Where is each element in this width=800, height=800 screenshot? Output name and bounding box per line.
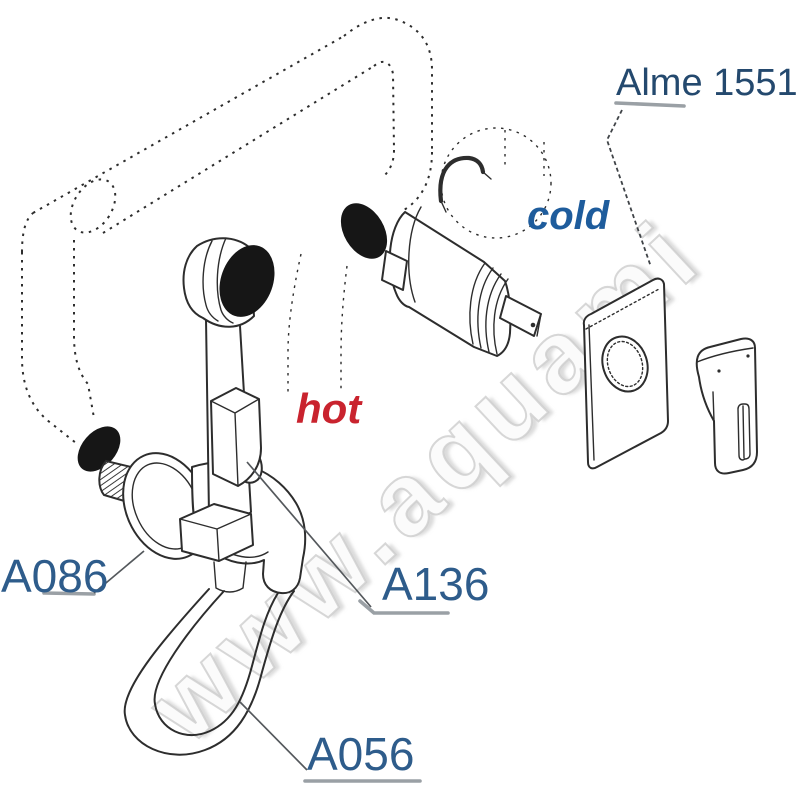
hot-supply-line — [287, 253, 302, 396]
hot-supply-line — [340, 265, 348, 392]
pipe-joint-ellipse — [69, 178, 117, 234]
label-hot: hot — [296, 385, 362, 432]
cartridge-tab — [381, 250, 408, 291]
shower-head-assembly — [179, 237, 275, 593]
control-lever — [210, 387, 263, 487]
cartridge-top-port — [438, 155, 486, 204]
cartridge-body — [388, 211, 512, 357]
label-a086: A086 — [1, 550, 109, 602]
label-a136: A136 — [382, 558, 490, 610]
cartridge-stem — [499, 295, 542, 337]
underline-a136 — [358, 599, 450, 615]
leader-a086 — [93, 550, 145, 594]
label-alme-1551: Alme 1551 — [616, 62, 798, 104]
leader-alme — [606, 109, 652, 268]
leader-a056 — [239, 701, 308, 771]
wall-plate — [582, 277, 669, 470]
trim-slot — [737, 403, 751, 461]
stem-center-dot — [530, 322, 536, 328]
trim-screw-dot — [717, 369, 721, 373]
mixer-cartridge — [381, 155, 542, 357]
underline-alme — [614, 101, 686, 108]
underline-a086 — [42, 591, 96, 596]
pipe-bore-left — [77, 426, 121, 472]
shower-head-face — [219, 245, 275, 317]
label-cold: cold — [527, 194, 610, 238]
shower-head — [182, 237, 275, 328]
callout-leaders — [42, 101, 686, 783]
plate-hole — [601, 335, 649, 393]
handle-trim — [695, 337, 758, 475]
wall-hole-circle — [440, 127, 552, 239]
holder-clamp — [179, 503, 254, 562]
trim-screw-dot — [746, 354, 750, 358]
cartridge-ribs — [469, 262, 509, 355]
label-a056: A056 — [307, 728, 415, 780]
in-wall-pipes-dashed — [21, 16, 552, 472]
hose-connector — [213, 561, 247, 593]
pipe-bore-top — [340, 203, 388, 259]
shower-hose — [123, 588, 295, 756]
leader-a136 — [246, 461, 372, 608]
